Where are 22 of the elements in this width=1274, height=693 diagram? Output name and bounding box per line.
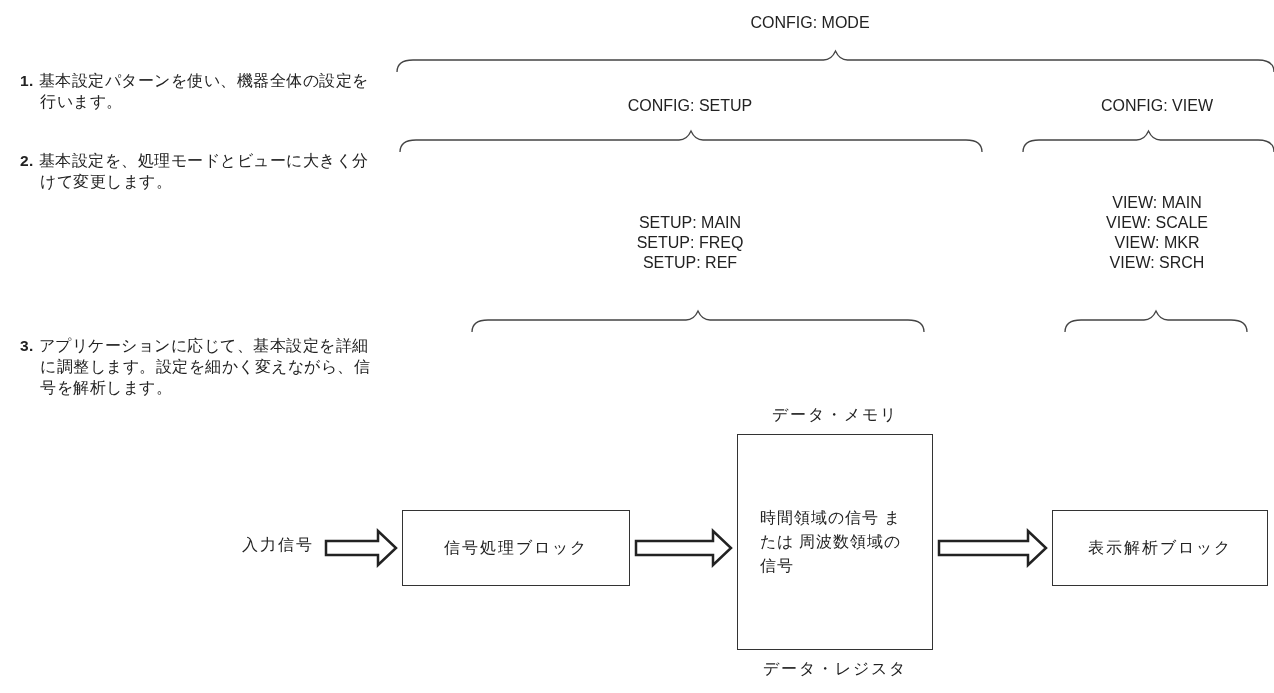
block-arrow [324,528,398,568]
step-note: 1. 基本設定パターンを使い、機器全体の設定を行います。 [20,71,370,112]
process-box: 表示解析ブロック [1052,510,1268,586]
process-box: 信号処理ブロック [402,510,630,586]
step-note: 2. 基本設定を、処理モードとビューに大きく分けて変更します。 [20,151,370,192]
config-label: SETUP: MAIN [638,214,742,232]
config-label: VIEW: MAIN [1112,194,1202,212]
config-label: CONFIG: MODE [750,14,870,32]
config-label: CONFIG: SETUP [627,97,753,115]
config-label: VIEW: SCALE [1106,214,1208,232]
step-note: 3. アプリケーションに応じて、基本設定を詳細に調整します。設定を細かく変えながら、信号を解析します。 [20,336,370,398]
block-arrow [634,528,733,568]
config-label: SETUP: FREQ [636,234,744,252]
memory-heading: データ・メモリ [772,405,898,425]
config-label: SETUP: REF [642,254,738,272]
config-label: VIEW: SRCH [1109,254,1205,272]
block-arrow [937,528,1048,568]
config-label: VIEW: MKR [1114,234,1200,252]
register-caption: データ・レジスタ [763,659,907,679]
memory-text: 時間領域の信号 または 周波数領域の信号 [760,508,903,576]
input-label: 入力信号 [236,530,320,560]
config-label: CONFIG: VIEW [1101,97,1213,115]
